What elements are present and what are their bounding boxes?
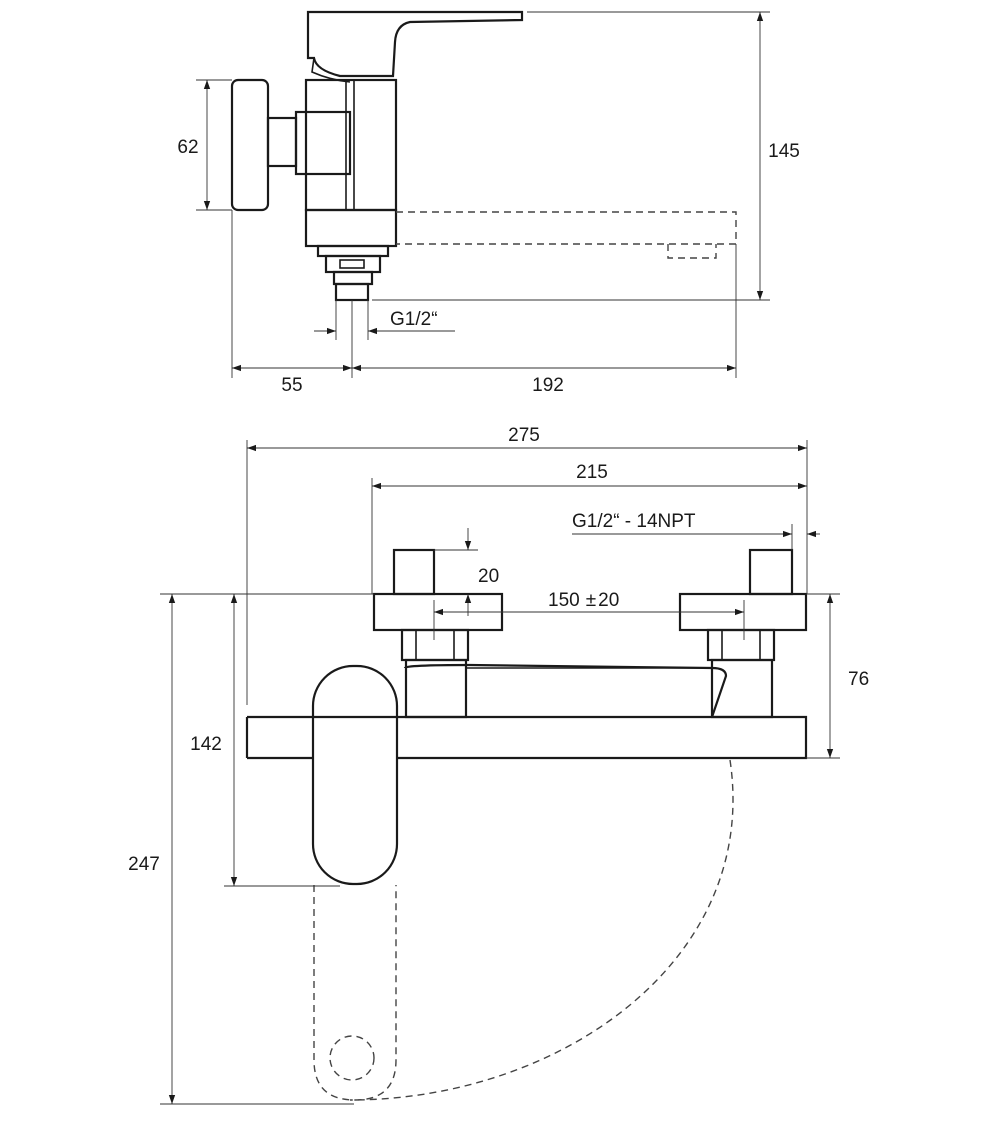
side-view: 62 145 G1/2“ 55 192 xyxy=(177,10,800,396)
front-lever-swing-arc xyxy=(349,759,734,1101)
left-connector-nut xyxy=(400,628,470,662)
front-lever-lower-hole xyxy=(329,1035,375,1081)
right-connector-nut xyxy=(706,628,776,662)
dim-spout-length: 192 xyxy=(532,375,564,396)
side-lever xyxy=(306,10,524,78)
front-view: 275 215 G1/2“ - 14NPT 20 150±20 76 142 2… xyxy=(128,425,869,1105)
dim-body-height: 76 xyxy=(848,669,869,690)
dim-thread: G1/2“ xyxy=(390,309,438,330)
dim-lever-swing: 247 xyxy=(128,854,160,875)
left-inlet xyxy=(392,548,436,596)
dim-connector-height: 20 xyxy=(478,566,499,587)
dim-overall-width: 275 xyxy=(508,425,540,446)
side-spout-dashed xyxy=(396,211,737,259)
side-lever-neck xyxy=(311,57,351,83)
side-nut xyxy=(324,254,382,274)
dim-centre-distance: 150±20 xyxy=(548,590,619,611)
front-upper-body xyxy=(403,663,728,718)
dim-handle-height: 62 xyxy=(177,137,198,158)
dim-body-width: 215 xyxy=(576,462,608,483)
side-inlet xyxy=(334,282,370,302)
dim-total-height: 145 xyxy=(768,141,800,162)
left-connector-block xyxy=(404,658,468,719)
right-inlet xyxy=(748,548,794,596)
side-lower-block xyxy=(304,208,398,248)
front-body xyxy=(247,715,808,760)
side-connector xyxy=(294,110,352,176)
dim-inlet-thread: G1/2“ - 14NPT xyxy=(572,511,696,532)
side-nut-inner xyxy=(339,259,365,269)
front-lever-lower-dashed xyxy=(313,885,397,1101)
side-knob-stem xyxy=(266,116,298,168)
side-thread-upper xyxy=(316,244,390,258)
front-lever xyxy=(311,664,399,886)
side-thread-lower xyxy=(332,270,374,286)
dim-lever-length: 142 xyxy=(190,734,222,755)
dim-wall-offset: 55 xyxy=(281,375,302,396)
side-knob xyxy=(230,78,270,212)
